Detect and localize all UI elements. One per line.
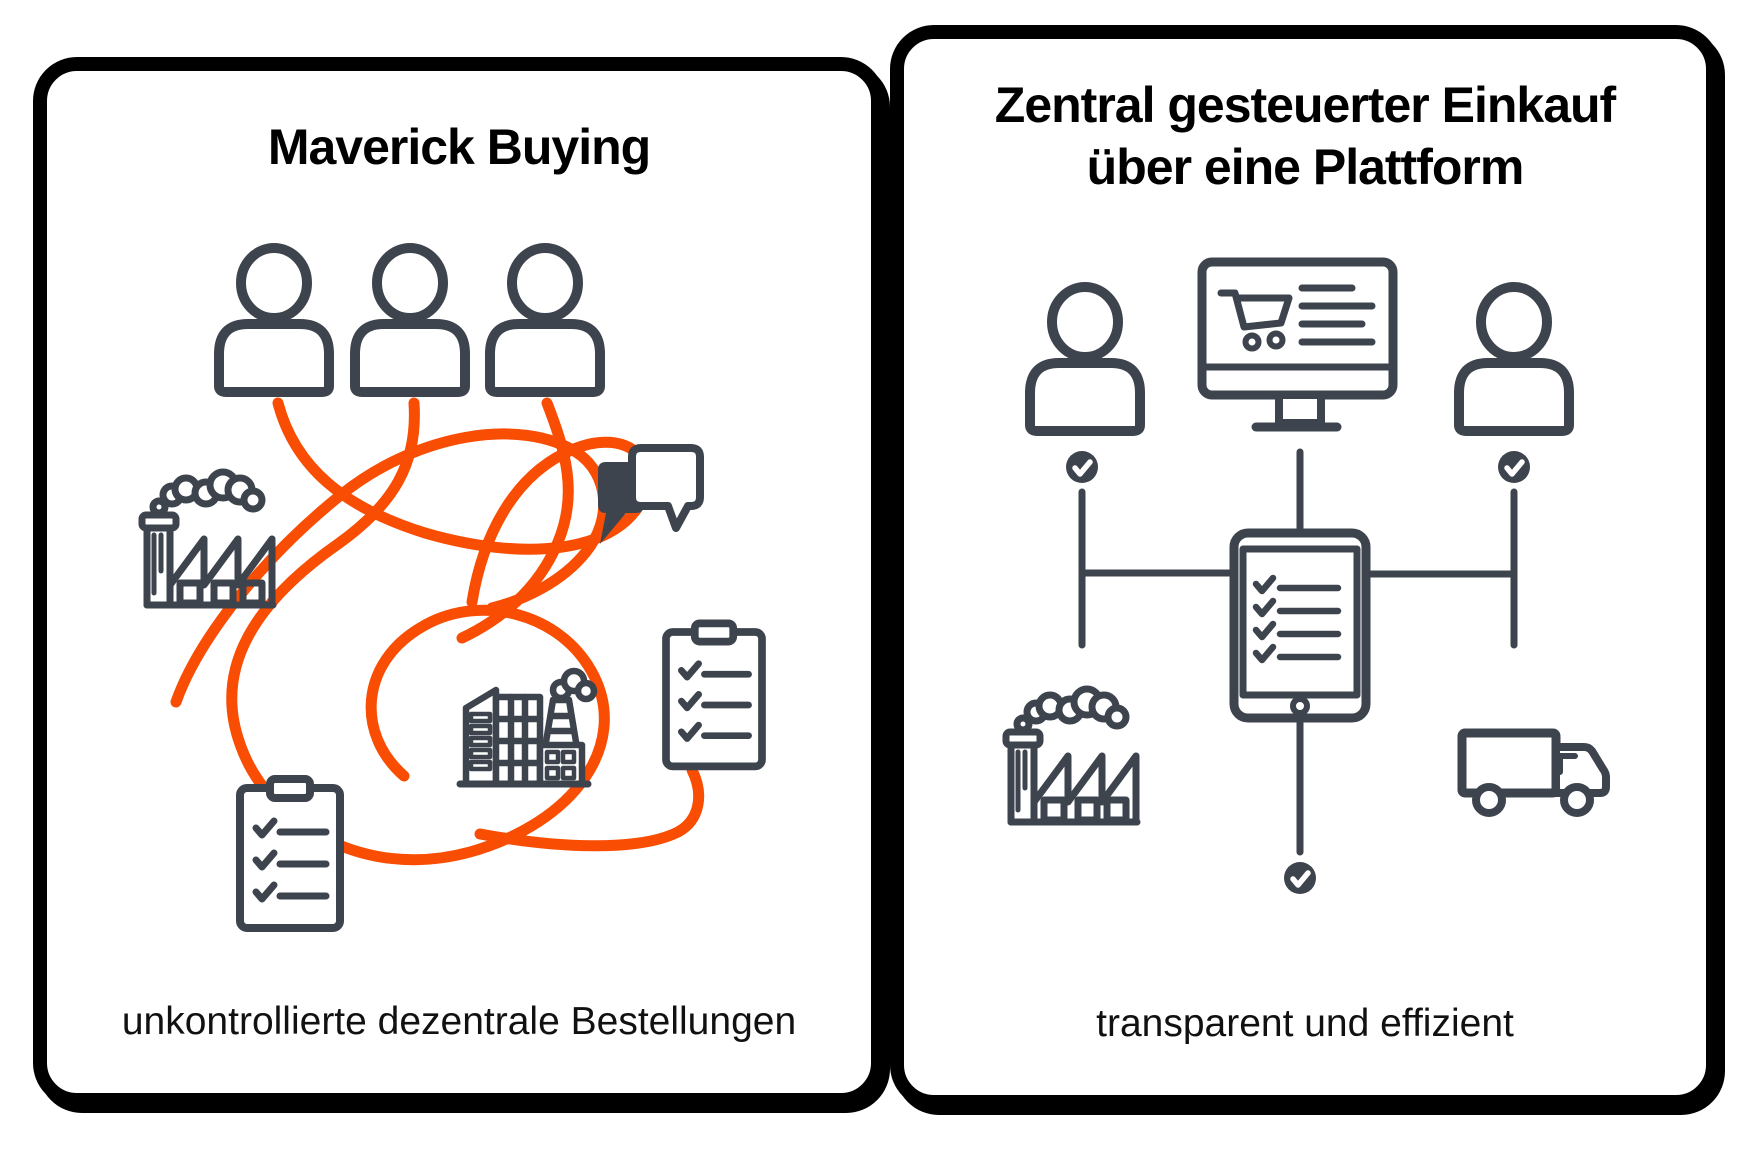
network-lines [1078,448,1518,856]
city-buildings-icon [456,667,598,788]
tablet-checklist-icon [1229,528,1371,723]
person-icon [1030,287,1140,431]
left-panel-caption: unkontrollierte dezentrale Bestellungen [121,1000,797,1043]
right-panel-caption: transparent und effizient [1096,1002,1514,1045]
right-panel-title-line2: über eine Plattform [1086,139,1525,195]
person-icon [490,248,600,392]
left-panel-title: Maverick Buying [267,119,651,175]
clipboard-checklist-icon [240,779,340,928]
person-icon [355,248,465,392]
right-panel-title: Zentral gesteuerter Einkauf über eine Pl… [890,74,1720,198]
check-badge-icon [1498,451,1530,483]
person-icon [219,248,329,392]
person-icon [1459,287,1569,431]
left-employees-group [219,248,600,392]
factory-icon [142,472,273,605]
check-badge-icon [1066,451,1098,483]
monitor-shopping-cart-icon [1197,257,1398,432]
chat-bubbles-icon [598,444,704,544]
factory-icon [1006,689,1137,822]
truck-icon [1457,728,1610,817]
right-panel-title-line1: Zentral gesteuerter Einkauf [994,77,1616,133]
clipboard-checklist-icon [666,623,762,766]
check-badge-icon [1284,862,1316,894]
